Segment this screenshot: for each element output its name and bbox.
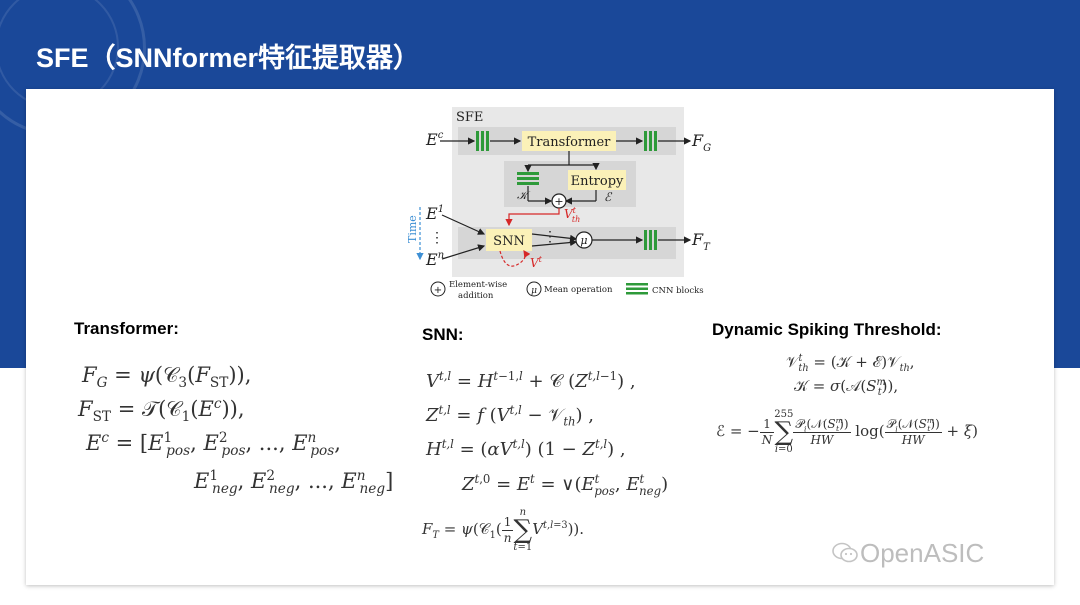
- svg-text:+: +: [554, 195, 563, 208]
- snn-box: [486, 229, 532, 251]
- eq-fg: FG = ψ(𝒞3(FST)),: [82, 363, 252, 392]
- eq-v: Vt,l = Ht−1,l + 𝒞 (Zt,l−1) ,: [426, 369, 636, 392]
- transformer-label: Transformer: [528, 135, 612, 150]
- legend-mean-label: Mean operation: [544, 285, 613, 295]
- eq-fst: FST = 𝒯(𝒞1(Ec)),: [78, 396, 245, 426]
- svg-text:+: +: [434, 285, 442, 296]
- output-ft: FT: [691, 230, 711, 253]
- cnn-block-top-right: [644, 131, 657, 151]
- eq-z0: Zt,0 = Et = ∨(Etpos, Etneg): [462, 472, 669, 498]
- content-card: SFE Ec Transformer FG: [26, 89, 1054, 585]
- svg-text:⋮: ⋮: [543, 229, 557, 245]
- sfe-label: SFE: [456, 110, 483, 125]
- input-ec: Ec: [425, 130, 444, 149]
- transformer-heading: Transformer:: [74, 319, 179, 338]
- cnn-block-bottom-right: [644, 230, 657, 250]
- snn-label: SNN: [493, 234, 525, 249]
- eq-kappa: 𝒦 = σ(𝒜(Smt)),: [794, 377, 899, 398]
- cnn-block-kappa: [517, 172, 539, 185]
- legend-mean-icon: [526, 281, 542, 297]
- eq-vth: 𝒱tth = (𝒦 + ℰ)𝒱th,: [786, 353, 915, 374]
- legend-cnn-icon: [626, 283, 648, 295]
- eq-ec: Ec = [E1pos, E2pos, ..., Enpos,: [86, 430, 341, 460]
- eq-h: Ht,l = (αVt,l) (1 − Zt,l) ,: [426, 437, 626, 460]
- svg-text:μ: μ: [531, 286, 537, 296]
- legend-add-line2: addition: [458, 291, 494, 301]
- transformer-box: [522, 131, 616, 151]
- watermark-text: OpenASIC: [860, 538, 985, 568]
- svg-text:⋮: ⋮: [430, 230, 444, 246]
- epsilon-label: ℰ: [604, 190, 613, 204]
- recurrence-loop: [499, 250, 531, 267]
- cnn-block-left: [476, 131, 489, 151]
- eq-z: Zt,l = f (Vt,l − 𝒱th) ,: [426, 403, 595, 429]
- vt-label: Vt: [530, 255, 543, 270]
- entropy-box: [568, 170, 626, 190]
- output-fg: FG: [691, 131, 711, 154]
- eq-eneg: E1neg, E2neg, ..., Enneg]: [194, 468, 394, 498]
- legend-cnn-label: CNN blocks: [652, 286, 704, 296]
- svg-text:μ: μ: [580, 234, 587, 247]
- slide-title: SFE（SNNformer特征提取器）: [36, 43, 421, 73]
- wechat-icon: [832, 542, 858, 563]
- sfe-diagram: SFE Ec Transformer FG: [406, 107, 711, 301]
- time-label: Time: [406, 215, 419, 243]
- snn-heading: SNN:: [422, 325, 464, 344]
- legend-add-icon: [430, 281, 446, 297]
- threshold-heading: Dynamic Spiking Threshold:: [712, 320, 942, 339]
- input-e1: E1: [425, 204, 444, 223]
- entropy-label: Entropy: [571, 174, 624, 189]
- input-en: En: [425, 250, 444, 269]
- legend-add-line1: Element-wise: [449, 280, 507, 290]
